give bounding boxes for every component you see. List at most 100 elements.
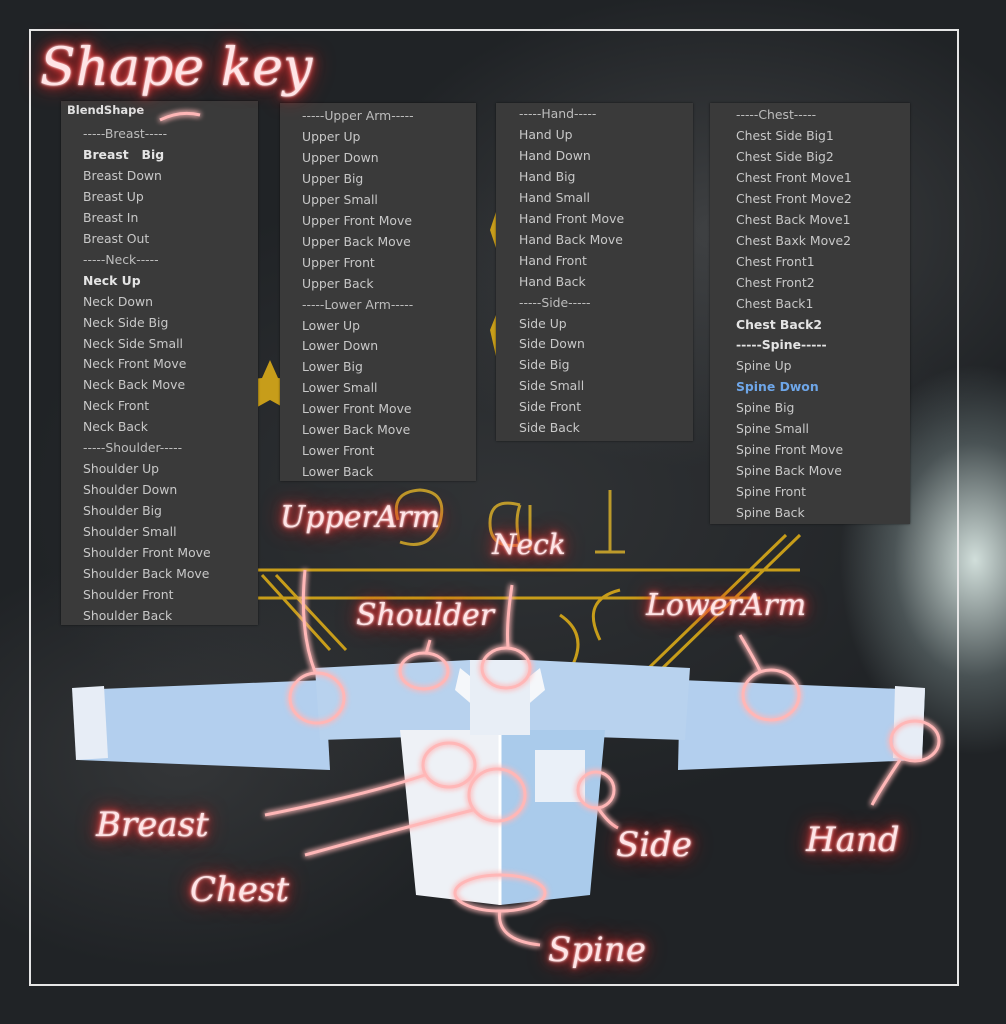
blendshape-item[interactable]: Chest Front1 [736, 253, 815, 269]
blendshape-item[interactable]: Neck Front Move [83, 356, 187, 372]
blendshape-item[interactable]: Side Big [519, 357, 570, 373]
blendshape-item[interactable]: Shoulder Up [83, 461, 160, 477]
blendshape-item[interactable]: Spine Small [736, 421, 810, 437]
panel-section-separator: -----Hand----- [519, 106, 597, 121]
blendshape-item[interactable]: Shoulder Back [83, 607, 173, 623]
blendshape-item[interactable]: Chest Front2 [736, 274, 815, 290]
blendshape-item[interactable]: Side Down [519, 336, 585, 352]
shoulder-circle [398, 651, 450, 691]
lowerarm-circle [741, 668, 801, 722]
blendshape-item[interactable]: Shoulder Big [83, 503, 162, 519]
label-side: Side [616, 825, 693, 865]
shirt-pocket [535, 750, 585, 802]
blendshape-item[interactable]: Chest Front Move2 [736, 190, 852, 206]
blendshape-item[interactable]: Upper Down [302, 149, 379, 165]
upperarm-circle [288, 671, 346, 725]
blendshape-item[interactable]: Hand Up [519, 126, 573, 142]
blendshape-item[interactable]: Breast In [83, 209, 139, 225]
blendshape-item[interactable]: Upper Back [302, 275, 374, 291]
label-upperarm: UpperArm [280, 500, 441, 535]
blendshape-item[interactable]: Hand Front [519, 252, 587, 268]
blendshape-item[interactable]: Hand Down [519, 147, 591, 163]
blendshape-item[interactable]: Shoulder Front [83, 586, 174, 602]
blendshape-item[interactable]: Spine Back [736, 505, 805, 521]
blendshape-item[interactable]: Side Front [519, 399, 582, 415]
blendshape-item[interactable]: Spine Back Move [736, 463, 842, 479]
blendshape-item[interactable]: Lower Big [302, 359, 363, 375]
blendshape-item[interactable]: Shoulder Back Move [83, 565, 210, 581]
title-shape-key: Shape key [40, 38, 313, 98]
blendshape-item[interactable]: Upper Big [302, 170, 364, 186]
blendshape-item[interactable]: Upper Up [302, 128, 361, 144]
neck-circle [480, 646, 532, 690]
blendshape-header: BlendShape [67, 103, 145, 117]
blendshape-item[interactable]: Hand Back [519, 273, 586, 289]
label-hand: Hand [806, 820, 900, 860]
blendshape-item[interactable]: Breast Down [83, 167, 162, 183]
blendshape-item[interactable]: Upper Back Move [302, 233, 411, 249]
blendshape-item[interactable]: Spine Front Move [736, 442, 844, 458]
blendshape-item[interactable]: Chest Front Move1 [736, 169, 852, 185]
blendshape-item[interactable]: Lower Small [302, 380, 378, 396]
left-cuff [72, 686, 108, 760]
blendshape-item[interactable]: Chest Back1 [736, 295, 814, 311]
blendshape-item[interactable]: Neck Side Big [83, 314, 169, 330]
blendshape-item[interactable]: Neck Down [83, 293, 153, 309]
hand-circle [889, 719, 941, 763]
side-circle [576, 770, 616, 810]
blendshape-item[interactable]: Chest Back Move1 [736, 211, 851, 227]
blendshape-item[interactable]: Upper Small [302, 191, 378, 207]
blendshape-item[interactable]: Upper Front Move [302, 212, 412, 228]
left-sleeve [75, 680, 330, 770]
right-sleeve [678, 680, 925, 770]
blendshape-item[interactable]: Shoulder Small [83, 524, 177, 540]
blendshape-item[interactable]: Spine Up [736, 358, 792, 374]
panel-section-separator: -----Shoulder----- [83, 440, 183, 456]
blendshape-item[interactable]: Chest Side Big1 [736, 127, 834, 143]
blendshape-item[interactable]: Spine Big [736, 400, 795, 416]
blendshape-item[interactable]: Neck Front [83, 398, 150, 414]
breast-circle [421, 741, 477, 789]
blendshape-item[interactable]: -----Spine----- [736, 337, 827, 353]
blendshape-item[interactable]: Breast Out [83, 230, 150, 246]
blendshape-item[interactable]: Spine Dwon [736, 379, 819, 395]
panel-section-separator: -----Chest----- [736, 107, 817, 122]
blendshape-item[interactable]: Lower Down [302, 338, 379, 354]
label-chest: Chest [190, 870, 290, 910]
blendshape-item[interactable]: Shoulder Front Move [83, 545, 211, 560]
blendshape-item[interactable]: Neck Side Small [83, 335, 183, 351]
label-shoulder: Shoulder [356, 598, 495, 633]
blendshape-item[interactable]: Spine Front [736, 484, 806, 500]
panel-section-separator: -----Neck----- [83, 251, 159, 267]
blendshape-item[interactable]: Chest Side Big2 [736, 148, 834, 164]
blendshape-item[interactable]: Hand Small [519, 189, 590, 205]
blendshape-item[interactable]: Hand Big [519, 168, 576, 184]
blendshape-item[interactable]: Chest Back2 [736, 316, 822, 332]
blendshape-item[interactable]: Lower Back [302, 464, 374, 480]
blendshape-item[interactable]: Hand Front Move [519, 210, 625, 226]
label-lowerarm: LowerArm [646, 588, 807, 623]
blendshape-item[interactable]: Breast Big [83, 146, 165, 162]
blendshape-item[interactable]: Side Small [519, 378, 585, 394]
label-breast: Breast [96, 805, 209, 845]
blendshape-item[interactable]: Chest Baxk Move2 [736, 232, 852, 248]
blendshape-item[interactable]: Lower Front Move [302, 401, 412, 417]
blendshape-item[interactable]: Lower Up [302, 317, 360, 333]
blendshape-item[interactable]: Side Back [519, 420, 580, 436]
blendshape-item[interactable]: Lower Back Move [302, 422, 411, 438]
label-neck: Neck [492, 528, 566, 561]
blendshape-item[interactable]: Neck Back [83, 419, 148, 435]
panel-section-separator: -----Upper Arm----- [302, 108, 414, 123]
blendshape-item[interactable]: Side Up [519, 315, 567, 331]
blendshape-item[interactable]: Hand Back Move [519, 231, 623, 247]
blendshape-item[interactable]: Neck Back Move [83, 377, 186, 393]
blendshape-item[interactable]: Lower Front [302, 443, 375, 459]
blendshape-item[interactable]: Breast Up [83, 188, 144, 204]
blendshape-item[interactable]: Neck Up [83, 272, 141, 288]
upperarm-leader [301, 569, 317, 673]
blendshape-item[interactable]: Shoulder Down [83, 482, 178, 498]
blendshape-item[interactable]: Upper Front [302, 254, 375, 270]
